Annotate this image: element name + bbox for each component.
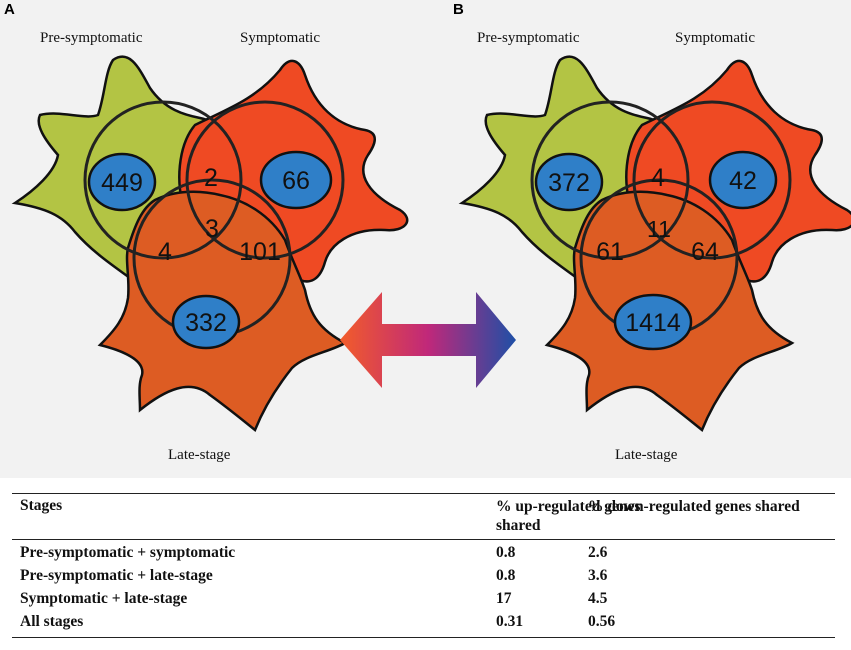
panel-a-count-pre-only: 449 [101, 169, 143, 197]
table-cell-stage: All stages [20, 613, 84, 630]
table-cell-stage: Pre-symptomatic + late-stage [20, 567, 213, 584]
panel-b-sym-circle [632, 100, 792, 260]
panel-b-count-late-only: 1414 [625, 309, 681, 337]
panel-b-count-all: 11 [647, 216, 671, 242]
table-header-divider [12, 539, 835, 540]
panel-b-count-sym-late: 64 [691, 238, 719, 266]
table-cell-up: 0.31 [496, 613, 524, 630]
table-cell-down: 2.6 [588, 544, 608, 561]
panel-a-pre-circle [83, 100, 243, 260]
panel-b-count-sym-only: 42 [729, 167, 757, 195]
table-header-row: Stages % up-regulated genes shared % dow… [12, 497, 835, 537]
panel-a-label-pre-symptomatic: Pre-symptomatic [40, 30, 143, 46]
venn-diagrams: A Pre-symptomatic Symptomatic Late-stage… [0, 0, 851, 478]
panel-b: B Pre-symptomatic Symptomatic Late-stage… [453, 1, 851, 463]
panel-b-letter: B [453, 1, 464, 18]
panel-a-count-pre-late: 4 [158, 238, 172, 266]
panel-b-pre-circle [530, 100, 690, 260]
panel-b-count-pre-late: 61 [596, 238, 624, 266]
table-cell-up: 17 [496, 590, 512, 607]
panel-b-late-only-ellipse [613, 293, 693, 351]
panel-b-count-pre-only: 372 [548, 169, 590, 197]
table-row: Symptomatic + late-stage 17 4.5 [12, 588, 835, 610]
table-header-stages: Stages [20, 497, 63, 514]
table-cell-down: 0.56 [588, 613, 616, 630]
panel-a: A Pre-symptomatic Symptomatic Late-stage… [4, 1, 409, 463]
table-row: Pre-symptomatic + late-stage 0.8 3.6 [12, 565, 835, 587]
panel-a-count-sym-only: 66 [282, 167, 310, 195]
panel-a-late-only-ellipse [171, 294, 241, 350]
figure-panels: A Pre-symptomatic Symptomatic Late-stage… [0, 0, 851, 478]
table-cell-stage: Pre-symptomatic + symptomatic [20, 544, 236, 561]
panel-a-label-symptomatic: Symptomatic [240, 30, 320, 46]
table-cell-down: 3.6 [588, 567, 608, 584]
panel-b-label-symptomatic: Symptomatic [675, 30, 755, 46]
table-cell-down: 4.5 [588, 590, 608, 607]
table-row: Pre-symptomatic + symptomatic 0.8 2.6 [12, 542, 835, 564]
table-header-up-regulated: % up-regulated genes shared [496, 498, 641, 534]
panel-a-label-late-stage: Late-stage [168, 447, 231, 463]
stages-table: Stages % up-regulated genes shared % dow… [12, 493, 835, 638]
panel-b-label-pre-symptomatic: Pre-symptomatic [477, 30, 580, 46]
panel-b-label-late-stage: Late-stage [615, 447, 678, 463]
panel-a-pre-only-ellipse [87, 152, 157, 212]
panel-a-sym-only-ellipse [259, 150, 333, 210]
table-row: All stages 0.31 0.56 [12, 611, 835, 633]
panel-b-pre-only-ellipse [534, 152, 604, 212]
panel-b-count-pre-sym: 4 [651, 164, 665, 192]
panel-a-count-pre-sym: 2 [204, 164, 218, 192]
panel-a-count-all: 3 [205, 215, 219, 243]
panel-a-count-sym-late: 101 [239, 238, 281, 266]
table-cell-up: 0.8 [496, 544, 516, 561]
panel-a-sym-circle [185, 100, 345, 260]
table-cell-up: 0.8 [496, 567, 516, 584]
panel-a-count-late-only: 332 [185, 309, 227, 337]
table-cell-stage: Symptomatic + late-stage [20, 590, 188, 607]
table-header-down-regulated: % down-regulated genes shared [588, 498, 800, 515]
double-arrow [340, 292, 516, 388]
panel-b-sym-only-ellipse [708, 150, 778, 210]
panel-a-letter: A [4, 1, 15, 18]
